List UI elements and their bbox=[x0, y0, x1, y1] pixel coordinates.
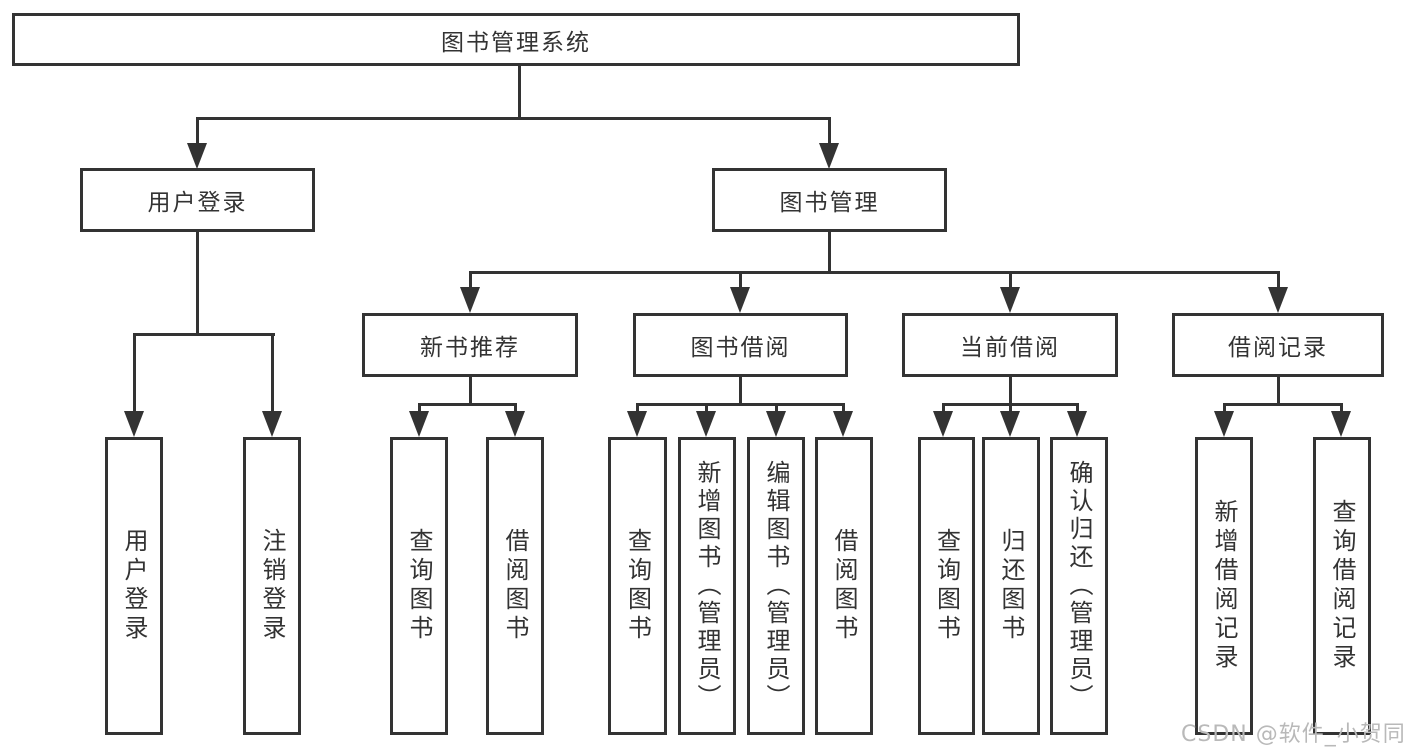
arrowhead-br-query bbox=[1331, 411, 1351, 437]
edge-root-crossbar bbox=[196, 117, 830, 120]
edge-to-nb-borrow bbox=[514, 403, 517, 413]
edge-to-bb-add bbox=[705, 403, 708, 413]
edge-to-bb-edit bbox=[775, 403, 778, 413]
node-label: 新增图书（管理员） bbox=[693, 460, 721, 712]
arrowhead-br-add bbox=[1214, 411, 1234, 437]
node-leaf-cb-query-books: 查询图书 bbox=[918, 437, 975, 735]
edge-to-book-mgmt bbox=[828, 117, 831, 146]
edge-to-current-borrow bbox=[1009, 271, 1012, 291]
node-borrowing-records: 借阅记录 bbox=[1172, 313, 1384, 377]
node-leaf-bb-query-books: 查询图书 bbox=[608, 437, 667, 735]
arrowhead-nb-borrow bbox=[505, 411, 525, 437]
node-user-login: 用户登录 bbox=[80, 168, 315, 232]
arrowhead-bb-query bbox=[627, 411, 647, 437]
node-label: 确认归还（管理员） bbox=[1065, 460, 1093, 712]
edge-book-mgmt-stem bbox=[828, 232, 831, 274]
edge-new-books-stem bbox=[469, 377, 472, 406]
node-label: 查询图书 bbox=[623, 528, 652, 644]
node-label: 图书借阅 bbox=[690, 335, 791, 361]
edge-book-mgmt-crossbar bbox=[469, 271, 1280, 274]
node-label: 当前借阅 bbox=[960, 335, 1060, 361]
arrowhead-cb-confirm bbox=[1067, 411, 1087, 437]
node-label: 图书管理 bbox=[779, 190, 880, 216]
node-leaf-logout: 注销登录 bbox=[243, 437, 301, 735]
edge-to-bb-borrow bbox=[842, 403, 845, 413]
node-leaf-cb-return-books: 归还图书 bbox=[982, 437, 1040, 735]
edge-to-br-query bbox=[1340, 403, 1343, 413]
node-new-book-recommend: 新书推荐 bbox=[362, 313, 578, 377]
edge-user-login-crossbar bbox=[133, 333, 275, 336]
arrowhead-book-borrow bbox=[730, 287, 750, 313]
node-label: 图书管理系统 bbox=[441, 29, 591, 56]
node-label: 查询借阅记录 bbox=[1328, 499, 1356, 673]
edge-new-books-crossbar bbox=[418, 403, 517, 406]
node-book-borrowing: 图书借阅 bbox=[633, 313, 848, 377]
edge-to-cb-confirm bbox=[1076, 403, 1079, 413]
node-label: 借阅图书 bbox=[830, 528, 858, 644]
edge-book-borrow-crossbar bbox=[636, 403, 845, 406]
node-label: 查询图书 bbox=[932, 528, 961, 644]
arrowhead-cb-query bbox=[933, 411, 953, 437]
arrowhead-bb-borrow bbox=[833, 411, 853, 437]
node-label: 新书推荐 bbox=[420, 335, 520, 361]
edge-to-bb-query bbox=[636, 403, 639, 413]
arrowhead-nb-query bbox=[409, 411, 429, 437]
arrowhead-bb-edit bbox=[766, 411, 786, 437]
edge-to-login-leaf bbox=[133, 333, 136, 413]
node-leaf-user-login: 用户登录 bbox=[105, 437, 163, 735]
edge-borrow-records-crossbar bbox=[1223, 403, 1343, 406]
edge-to-logout-leaf bbox=[271, 333, 274, 413]
edge-borrow-records-stem bbox=[1277, 377, 1280, 406]
arrowhead-current-borrow bbox=[1000, 287, 1020, 313]
arrowhead-logout-leaf bbox=[262, 411, 282, 437]
arrowhead-new-books bbox=[460, 287, 480, 313]
edge-to-cb-query bbox=[942, 403, 945, 413]
edge-root-stem bbox=[518, 66, 521, 118]
node-leaf-br-add-record: 新增借阅记录 bbox=[1195, 437, 1253, 735]
node-label: 新增借阅记录 bbox=[1210, 499, 1238, 673]
node-book-management: 图书管理 bbox=[712, 168, 947, 232]
arrowhead-login-leaf bbox=[124, 411, 144, 437]
edge-to-nb-query bbox=[418, 403, 421, 413]
node-label: 注销登录 bbox=[258, 528, 286, 644]
node-leaf-bb-borrow-books: 借阅图书 bbox=[815, 437, 873, 735]
arrowhead-cb-return bbox=[1000, 411, 1020, 437]
edge-to-user-login bbox=[196, 117, 199, 146]
node-library-management-system: 图书管理系统 bbox=[12, 13, 1020, 66]
node-current-borrowing: 当前借阅 bbox=[902, 313, 1118, 377]
node-leaf-bb-add-books-admin: 新增图书（管理员） bbox=[678, 437, 736, 735]
node-label: 用户登录 bbox=[120, 528, 148, 644]
edge-to-cb-return bbox=[1009, 403, 1012, 413]
node-label: 借阅图书 bbox=[501, 528, 529, 644]
node-leaf-nb-borrow-books: 借阅图书 bbox=[486, 437, 544, 735]
arrowhead-book-mgmt bbox=[819, 143, 839, 169]
arrowhead-user-login bbox=[187, 143, 207, 169]
node-label: 归还图书 bbox=[997, 528, 1025, 644]
node-leaf-br-query-record: 查询借阅记录 bbox=[1313, 437, 1371, 735]
arrowhead-borrow-records bbox=[1268, 287, 1288, 313]
node-label: 编辑图书（管理员） bbox=[762, 460, 790, 712]
edge-user-login-stem bbox=[196, 232, 199, 336]
node-label: 用户登录 bbox=[147, 190, 248, 216]
edge-book-borrow-stem bbox=[739, 377, 742, 406]
edge-to-borrow-records bbox=[1277, 271, 1280, 291]
edge-to-book-borrow bbox=[739, 271, 742, 291]
edge-current-borrow-stem bbox=[1009, 377, 1012, 406]
edge-to-br-add bbox=[1223, 403, 1226, 413]
edge-to-new-books bbox=[469, 271, 472, 291]
node-label: 查询图书 bbox=[405, 528, 433, 644]
arrowhead-bb-add bbox=[696, 411, 716, 437]
node-leaf-nb-query-books: 查询图书 bbox=[390, 437, 448, 735]
node-label: 借阅记录 bbox=[1228, 335, 1328, 361]
node-leaf-cb-confirm-return-admin: 确认归还（管理员） bbox=[1050, 437, 1108, 735]
node-leaf-bb-edit-books-admin: 编辑图书（管理员） bbox=[747, 437, 805, 735]
